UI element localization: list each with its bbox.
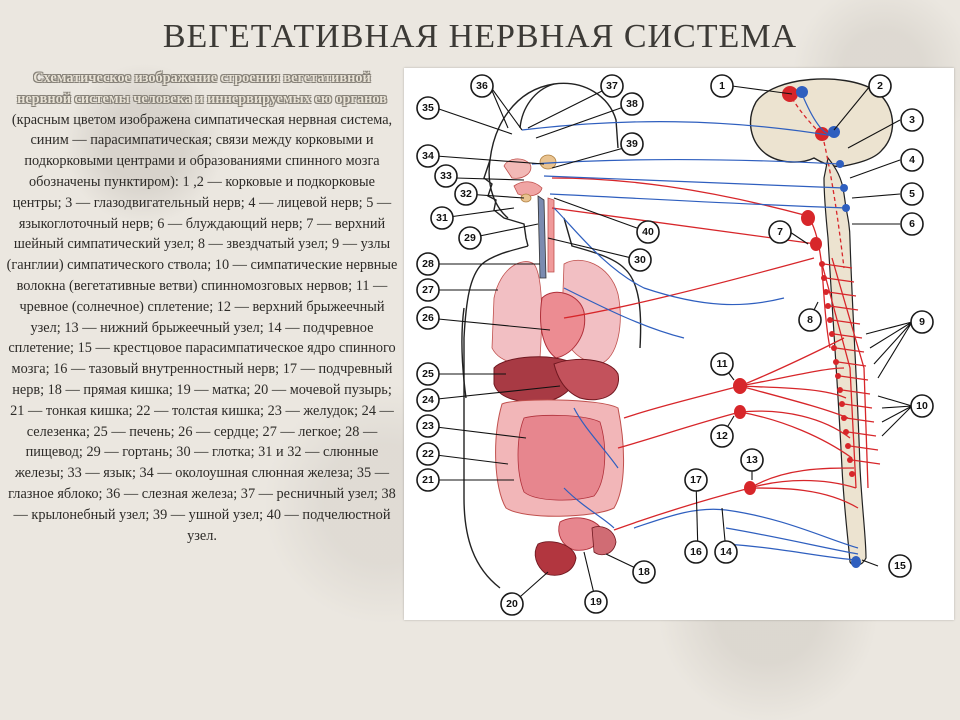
caption-body: (красным цветом изображена симпатическая… xyxy=(6,111,398,544)
label-6: 6 xyxy=(900,212,924,236)
label-11: 11 xyxy=(710,352,734,376)
svg-text:10: 10 xyxy=(916,400,928,412)
svg-text:18: 18 xyxy=(638,566,650,578)
svg-text:9: 9 xyxy=(919,316,925,328)
svg-text:3: 3 xyxy=(909,114,915,126)
human-silhouette xyxy=(461,82,642,589)
svg-text:25: 25 xyxy=(422,368,434,380)
label-26: 26 xyxy=(416,306,440,330)
label-29: 29 xyxy=(458,226,482,250)
label-35: 35 xyxy=(416,96,440,120)
svg-text:14: 14 xyxy=(720,546,732,558)
svg-text:38: 38 xyxy=(626,98,638,110)
label-37: 37 xyxy=(600,74,624,98)
svg-text:20: 20 xyxy=(506,598,518,610)
svg-text:27: 27 xyxy=(422,284,434,296)
label-14: 14 xyxy=(714,540,738,564)
caption-heading: Схематическое изображение строения вегет… xyxy=(17,70,387,107)
svg-text:28: 28 xyxy=(422,258,434,270)
label-16: 16 xyxy=(684,540,708,564)
label-22: 22 xyxy=(416,442,440,466)
svg-text:15: 15 xyxy=(894,560,906,572)
label-18: 18 xyxy=(632,560,656,584)
svg-text:33: 33 xyxy=(440,170,452,182)
organs xyxy=(491,154,625,576)
svg-text:37: 37 xyxy=(606,80,618,92)
brain-and-spinal-cord xyxy=(749,78,894,567)
svg-text:12: 12 xyxy=(716,430,728,442)
label-1: 1 xyxy=(710,74,734,98)
svg-text:36: 36 xyxy=(476,80,488,92)
label-28: 28 xyxy=(416,252,440,276)
svg-text:39: 39 xyxy=(626,138,638,150)
label-23: 23 xyxy=(416,414,440,438)
label-39: 39 xyxy=(620,132,644,156)
label-8: 8 xyxy=(798,308,822,332)
svg-text:31: 31 xyxy=(436,212,448,224)
svg-text:5: 5 xyxy=(909,188,915,200)
label-13: 13 xyxy=(740,448,764,472)
svg-text:8: 8 xyxy=(807,314,813,326)
svg-text:1: 1 xyxy=(719,80,725,92)
label-9: 9 xyxy=(910,310,934,334)
svg-text:17: 17 xyxy=(690,474,702,486)
label-34: 34 xyxy=(416,144,440,168)
svg-text:30: 30 xyxy=(634,254,646,266)
svg-text:2: 2 xyxy=(877,80,883,92)
svg-text:16: 16 xyxy=(690,546,702,558)
label-32: 32 xyxy=(454,182,478,206)
svg-text:23: 23 xyxy=(422,420,434,432)
label-24: 24 xyxy=(416,388,440,412)
label-36: 36 xyxy=(470,74,494,98)
svg-text:19: 19 xyxy=(590,596,602,608)
figure-caption: Схематическое изображение строения вегет… xyxy=(6,68,398,546)
anatomy-diagram: 1 2 3 4 5 6 7 8 9 10 11 12 13 14 15 16 1… xyxy=(404,68,954,620)
svg-text:29: 29 xyxy=(464,232,476,244)
label-30: 30 xyxy=(628,248,652,272)
label-38: 38 xyxy=(620,92,644,116)
label-17: 17 xyxy=(684,468,708,492)
svg-text:13: 13 xyxy=(746,454,758,466)
svg-text:11: 11 xyxy=(716,358,727,370)
label-27: 27 xyxy=(416,278,440,302)
svg-text:22: 22 xyxy=(422,448,434,460)
svg-text:34: 34 xyxy=(422,150,434,162)
svg-text:6: 6 xyxy=(909,218,915,230)
svg-text:40: 40 xyxy=(642,226,654,238)
svg-text:4: 4 xyxy=(909,154,915,166)
page-title: ВЕГЕТАТИВНАЯ НЕРВНАЯ СИСТЕМА xyxy=(162,18,798,55)
label-5: 5 xyxy=(900,182,924,206)
label-25: 25 xyxy=(416,362,440,386)
parasympathetic-pathways xyxy=(521,93,861,568)
label-15: 15 xyxy=(888,554,912,578)
label-33: 33 xyxy=(434,164,458,188)
diagram-svg: 1 2 3 4 5 6 7 8 9 10 11 12 13 14 15 16 1… xyxy=(416,74,934,616)
label-10: 10 xyxy=(910,394,934,418)
svg-text:7: 7 xyxy=(777,226,783,238)
svg-text:24: 24 xyxy=(422,394,434,406)
label-3: 3 xyxy=(900,108,924,132)
svg-text:26: 26 xyxy=(422,312,434,324)
label-31: 31 xyxy=(430,206,454,230)
sympathetic-pathways xyxy=(551,97,881,531)
label-12: 12 xyxy=(710,424,734,448)
svg-text:21: 21 xyxy=(422,474,434,486)
label-7: 7 xyxy=(768,220,792,244)
label-19: 19 xyxy=(584,590,608,614)
svg-text:35: 35 xyxy=(422,102,434,114)
label-4: 4 xyxy=(900,148,924,172)
label-20: 20 xyxy=(500,592,524,616)
svg-text:32: 32 xyxy=(460,188,472,200)
label-2: 2 xyxy=(868,74,892,98)
label-21: 21 xyxy=(416,468,440,492)
label-40: 40 xyxy=(636,220,660,244)
